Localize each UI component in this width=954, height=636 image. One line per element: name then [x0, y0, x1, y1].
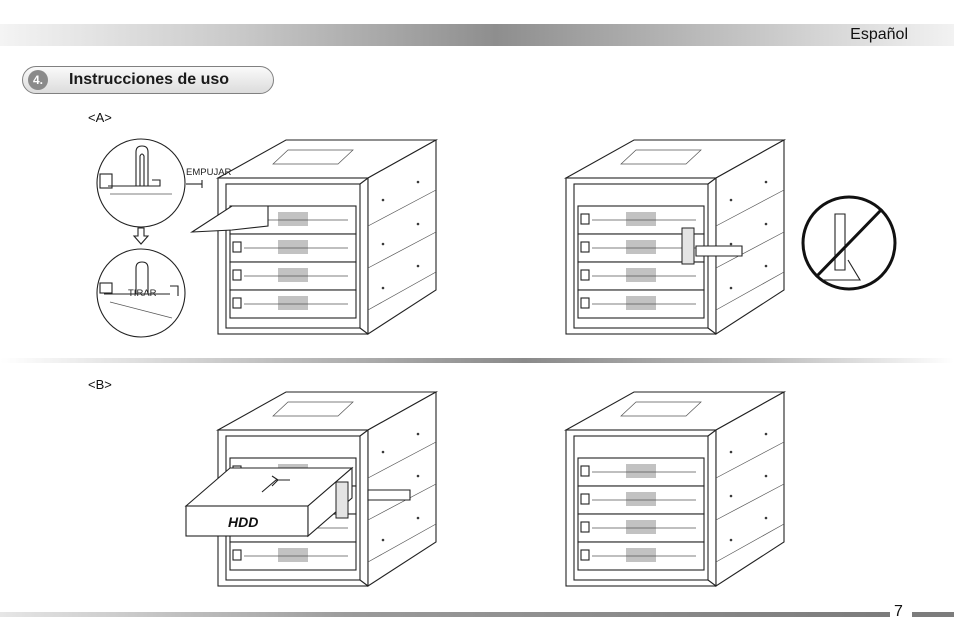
hdd-label: HDD	[228, 514, 258, 530]
push-latch-arrow	[368, 490, 410, 500]
latch-lever-b	[336, 482, 348, 518]
down-arrow-icon	[134, 228, 148, 244]
drive-cage-a-right	[566, 140, 784, 334]
push-label: EMPUJAR	[186, 167, 232, 178]
latch-detail-push	[97, 139, 185, 227]
page-number: 7	[894, 603, 903, 621]
drive-cage-a-left	[218, 140, 436, 334]
drive-cage-b-right	[566, 392, 784, 586]
footer-bar	[0, 612, 890, 617]
prohibited-icon	[803, 197, 895, 289]
pull-label: TIRAR	[128, 288, 157, 299]
pull-latch-arrow	[696, 246, 742, 256]
footer-bar-end	[912, 612, 954, 617]
latch-lever	[682, 228, 694, 264]
